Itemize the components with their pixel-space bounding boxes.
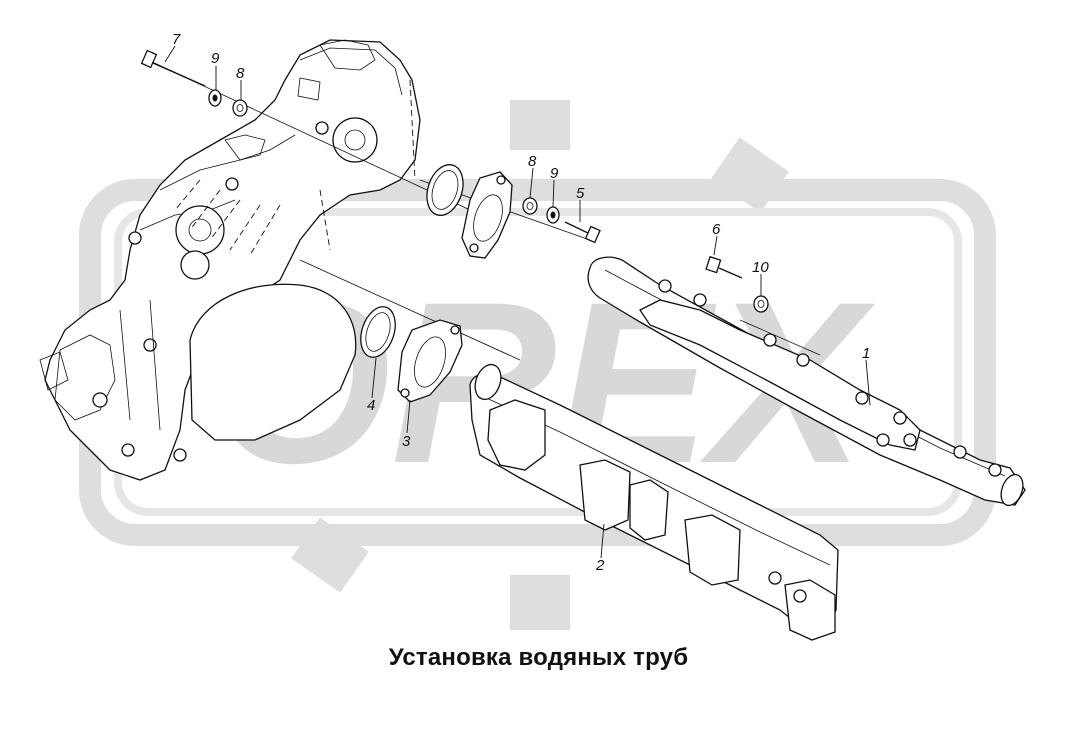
washer-10 [753, 295, 769, 313]
callout-2: 2 [595, 557, 605, 574]
callout-8-mid: 8 [528, 153, 537, 170]
washer-8-mid [522, 197, 538, 215]
callout-9-mid: 9 [550, 165, 559, 182]
flange-3 [397, 319, 463, 403]
washer-9-mid [546, 206, 560, 224]
water-pipe-1 [587, 256, 1026, 507]
callout-7: 7 [172, 31, 181, 48]
callout-4: 4 [367, 397, 375, 414]
washer-8-top [232, 99, 248, 117]
bolt-5 [564, 221, 601, 244]
o-ring-upper [426, 164, 464, 216]
callout-6: 6 [712, 221, 721, 238]
water-pipe-2 [469, 363, 839, 641]
callout-5: 5 [576, 185, 585, 202]
callout-3: 3 [402, 433, 411, 450]
o-ring-4 [360, 306, 396, 358]
callout-9-top: 9 [211, 50, 220, 67]
callout-10: 10 [752, 259, 769, 276]
bolt-7 [140, 49, 206, 87]
callout-1: 1 [862, 345, 870, 362]
callout-labels: 7 9 8 8 9 5 6 10 1 2 3 4 [172, 31, 870, 574]
callout-8-top: 8 [236, 65, 245, 82]
flange-upper [461, 171, 513, 259]
diagram-caption: Установка водяных труб [388, 644, 689, 671]
washer-9-top [208, 89, 222, 107]
engine-block [39, 39, 421, 481]
bolt-6 [705, 255, 743, 279]
callout-leaders [164, 45, 871, 559]
